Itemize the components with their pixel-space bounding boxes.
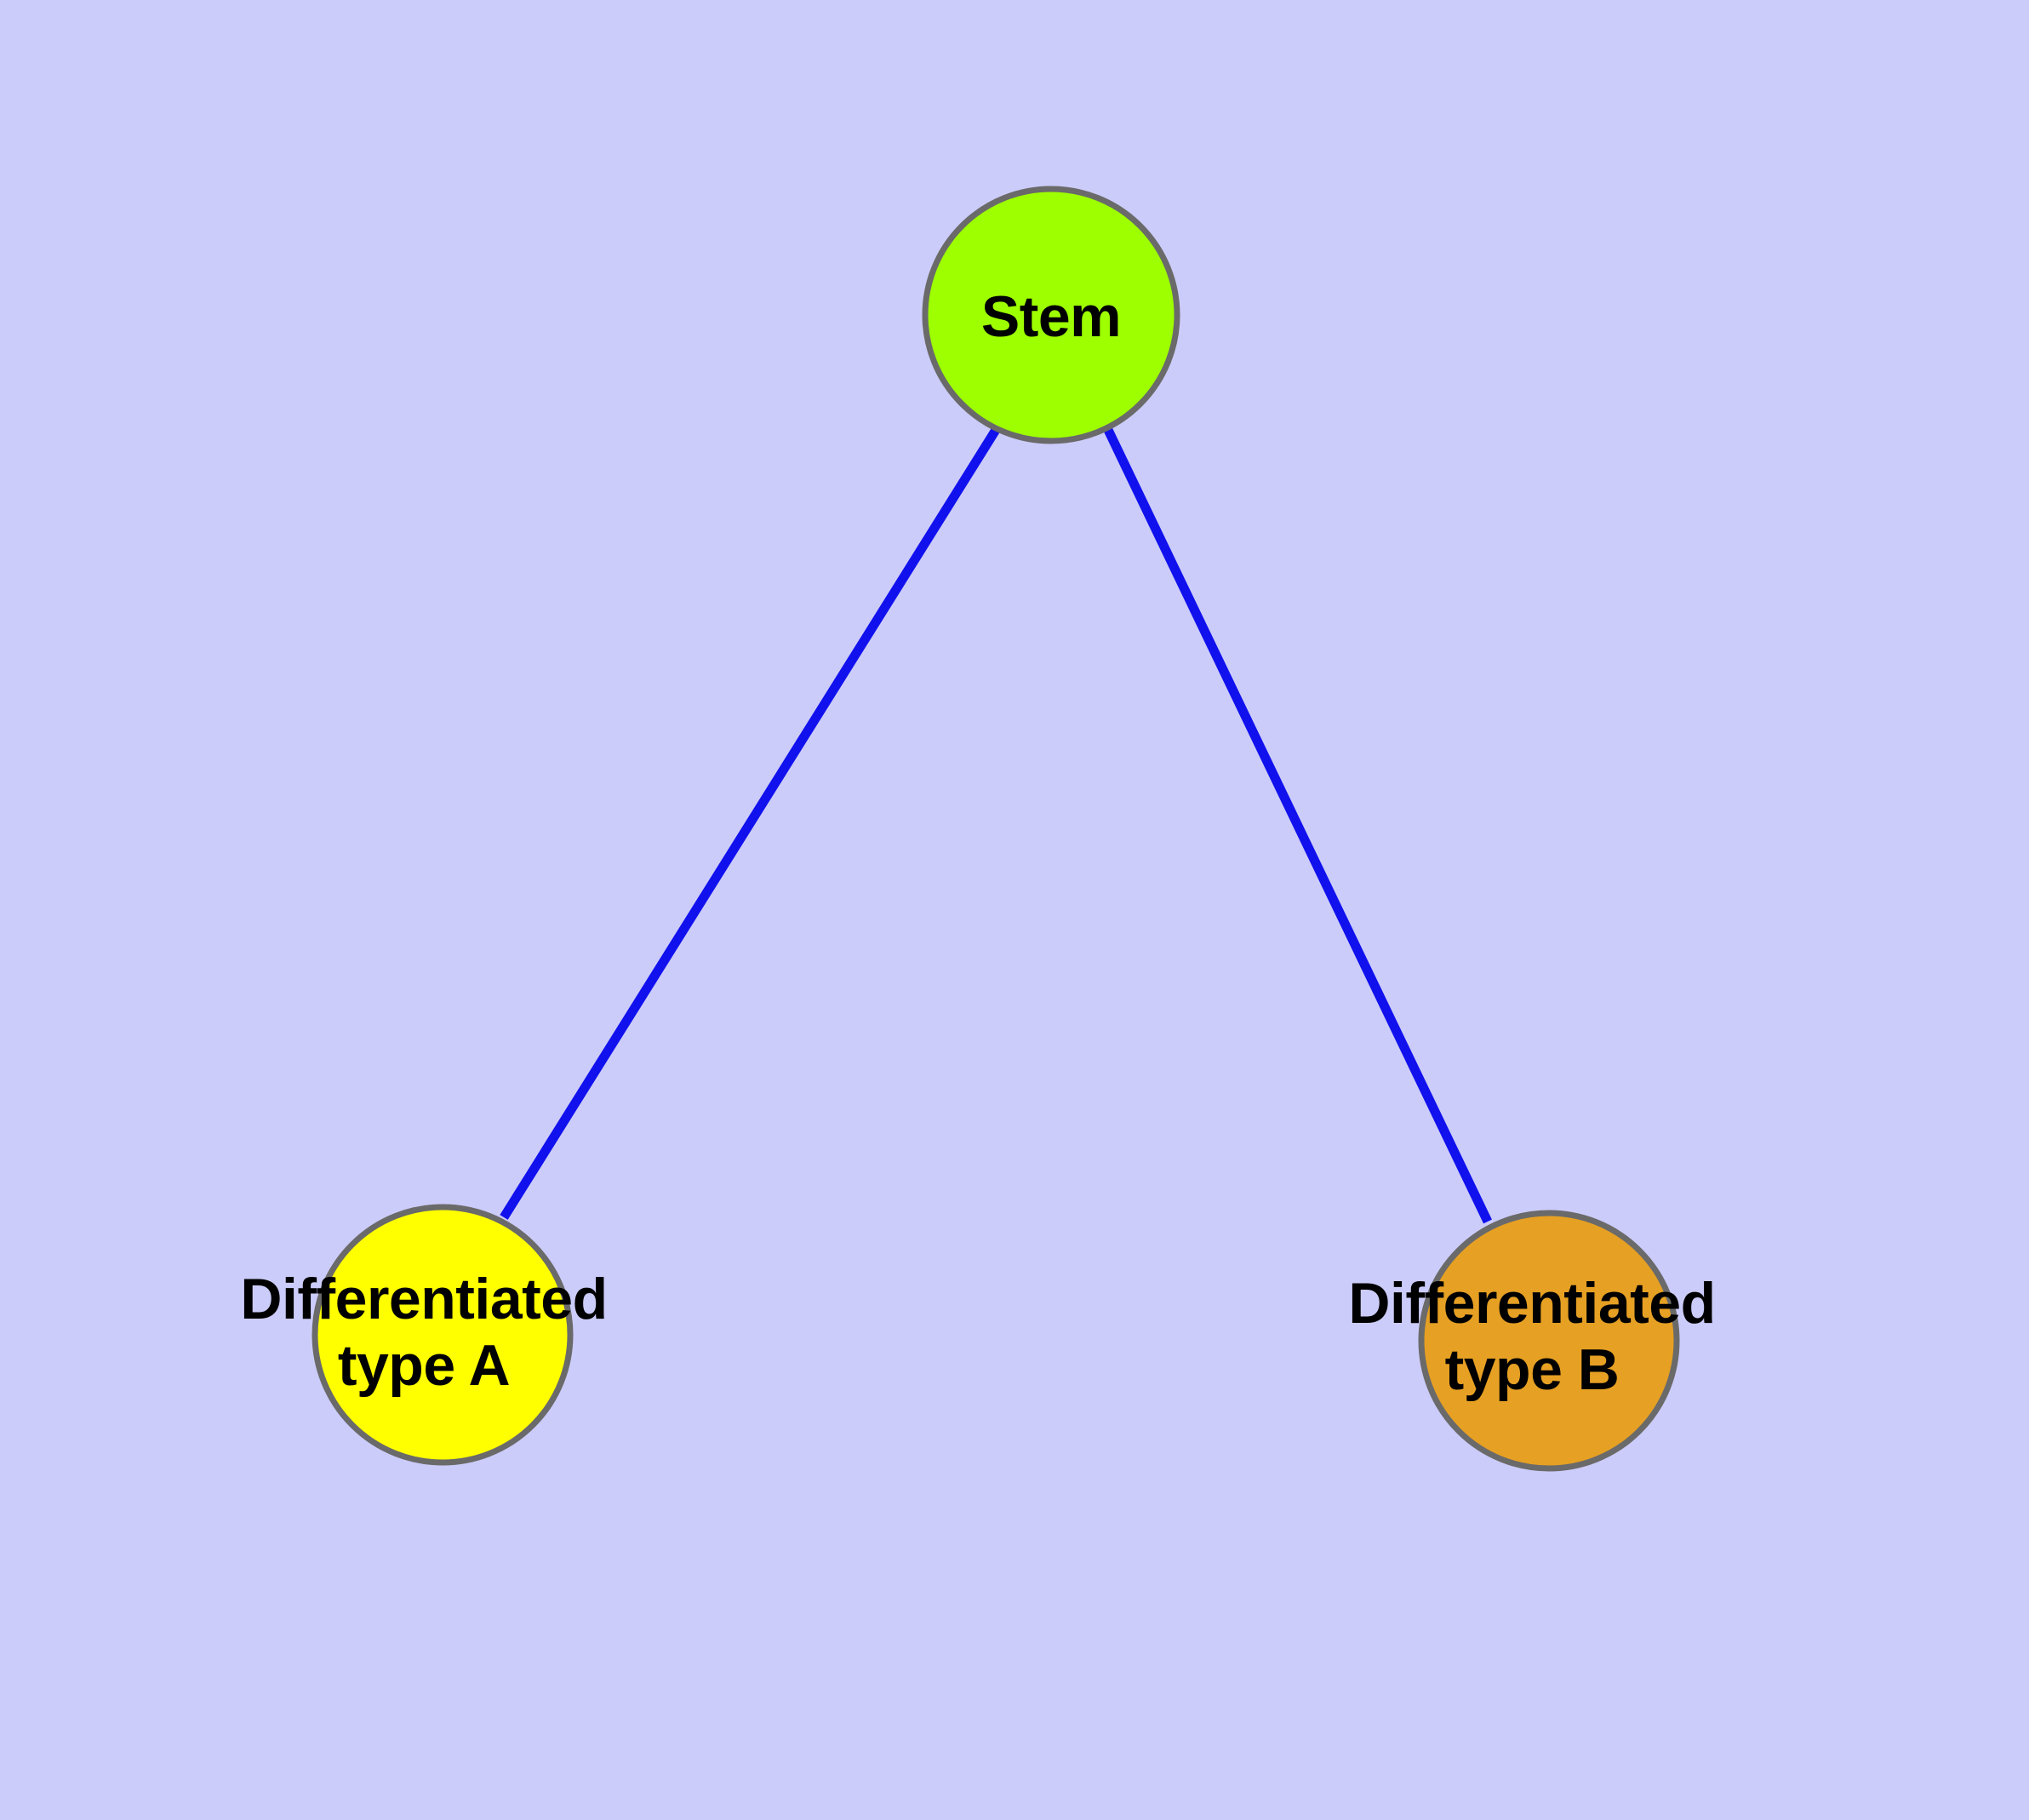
node-differentiated-type-a[interactable]: [311, 1204, 574, 1466]
node-stem[interactable]: [922, 186, 1180, 444]
node-differentiated-type-b[interactable]: [1418, 1210, 1680, 1472]
edge-stem-to-differentiated-type-a[interactable]: [500, 427, 1000, 1220]
edge-stem-to-differentiated-type-b[interactable]: [1104, 427, 1492, 1224]
node-layer: [311, 186, 1680, 1472]
edge-layer: [500, 427, 1492, 1224]
